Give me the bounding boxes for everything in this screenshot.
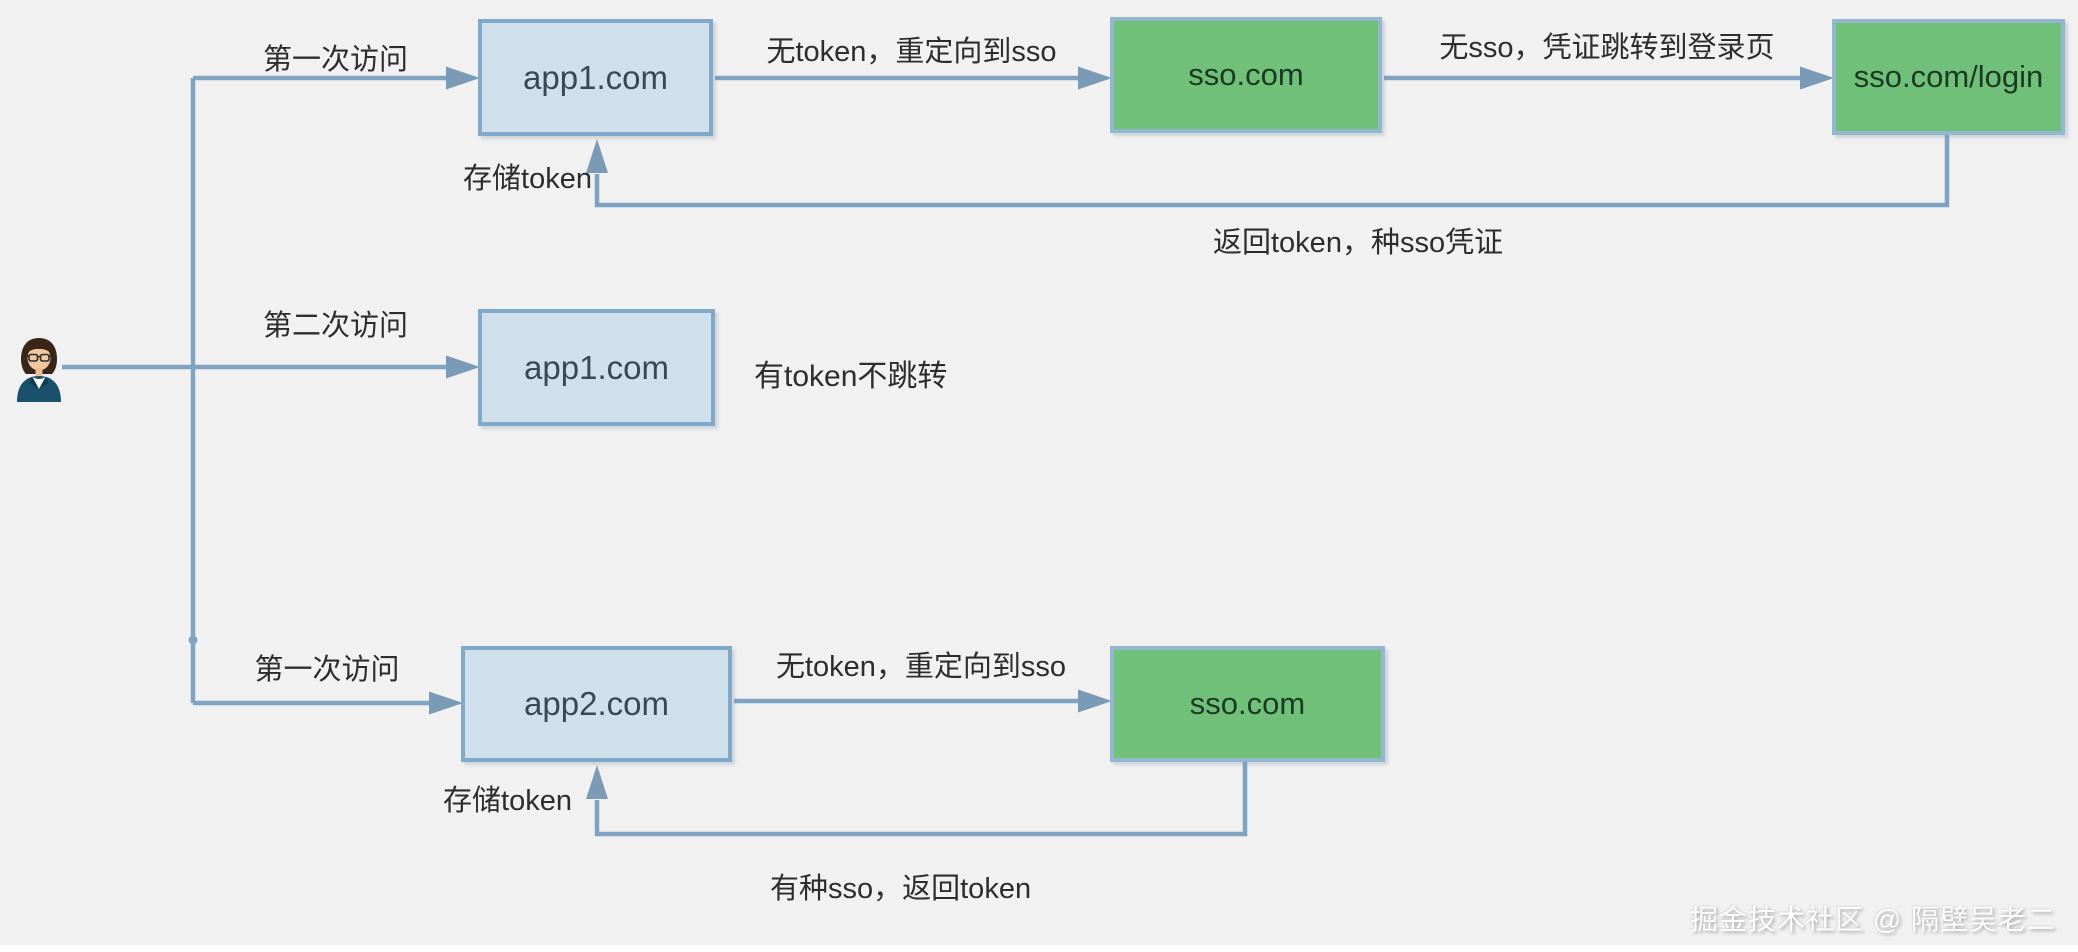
- node-app1-first-visit: app1.com: [478, 19, 713, 136]
- edge-label-return-token-set-sso: 返回token，种sso凭证: [1213, 227, 1504, 259]
- arrowhead: [446, 355, 480, 379]
- branch-dot: [188, 635, 198, 645]
- arrowhead: [586, 765, 608, 799]
- arrowhead: [1800, 66, 1834, 90]
- node-sso-login: sso.com/login: [1832, 19, 2065, 135]
- node-app2: app2.com: [461, 646, 732, 762]
- bottom-strip: [0, 945, 2078, 952]
- arrowhead: [1078, 66, 1112, 90]
- arrowhead: [1078, 689, 1112, 713]
- edge-label-no-sso-jump-login: 无sso，凭证跳转到登录页: [1439, 32, 1775, 64]
- edge-label-has-token-no-jump: 有token不跳转: [754, 360, 948, 393]
- user-avatar-icon: [17, 338, 61, 402]
- edge-label-second-visit: 第二次访问: [262, 310, 408, 342]
- edge-label-no-token-redirect-sso-2: 无token，重定向到sso: [775, 651, 1067, 683]
- edge-label-no-token-redirect-sso-1: 无token，重定向到sso: [766, 36, 1057, 68]
- node-app1-second-visit: app1.com: [478, 309, 715, 426]
- edge-label-store-token-app2: 存储token: [443, 785, 572, 817]
- node-sso-app2: sso.com: [1110, 646, 1385, 762]
- node-sso-first: sso.com: [1110, 17, 1382, 133]
- arrowhead: [429, 691, 463, 715]
- edge-label-has-sso-return-token: 有种sso，返回token: [770, 873, 1032, 905]
- watermark: 掘金技术社区 @ 隔壁吴老二: [1690, 904, 2056, 935]
- edge-label-first-visit-app1: 第一次访问: [262, 44, 408, 76]
- arrowhead: [586, 139, 608, 173]
- edge-label-first-visit-app2: 第一次访问: [254, 654, 400, 686]
- edge-label-store-token-app1: 存储token: [463, 163, 592, 195]
- arrowhead: [446, 66, 480, 90]
